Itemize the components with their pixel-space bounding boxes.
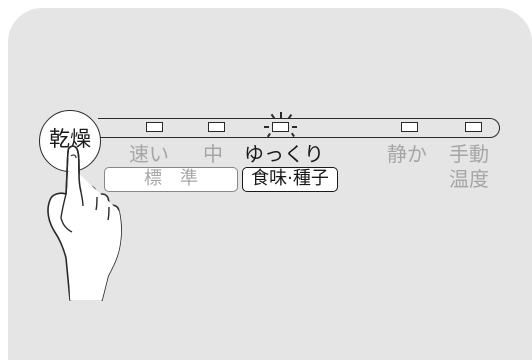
lamp-fast bbox=[146, 122, 163, 132]
mode-fast-label: 速い bbox=[129, 142, 169, 166]
indicator-bar bbox=[98, 118, 500, 138]
preset-taste-seed: 食味·種子 bbox=[242, 167, 338, 192]
mode-slow-label: ゆっくり bbox=[244, 142, 324, 166]
lamp-quiet bbox=[401, 122, 418, 132]
preset-standard: 標 準 bbox=[104, 167, 238, 192]
hand-pointer-icon bbox=[47, 145, 122, 301]
lamp-manual bbox=[465, 122, 482, 132]
manual-temperature-label: 温度 bbox=[449, 167, 489, 191]
lamp-slow bbox=[272, 122, 289, 132]
mode-quiet-label: 静か bbox=[387, 142, 427, 166]
lamp-medium bbox=[208, 122, 225, 132]
mode-manual-label: 手動 bbox=[449, 142, 489, 166]
mode-medium-label: 中 bbox=[203, 142, 223, 166]
